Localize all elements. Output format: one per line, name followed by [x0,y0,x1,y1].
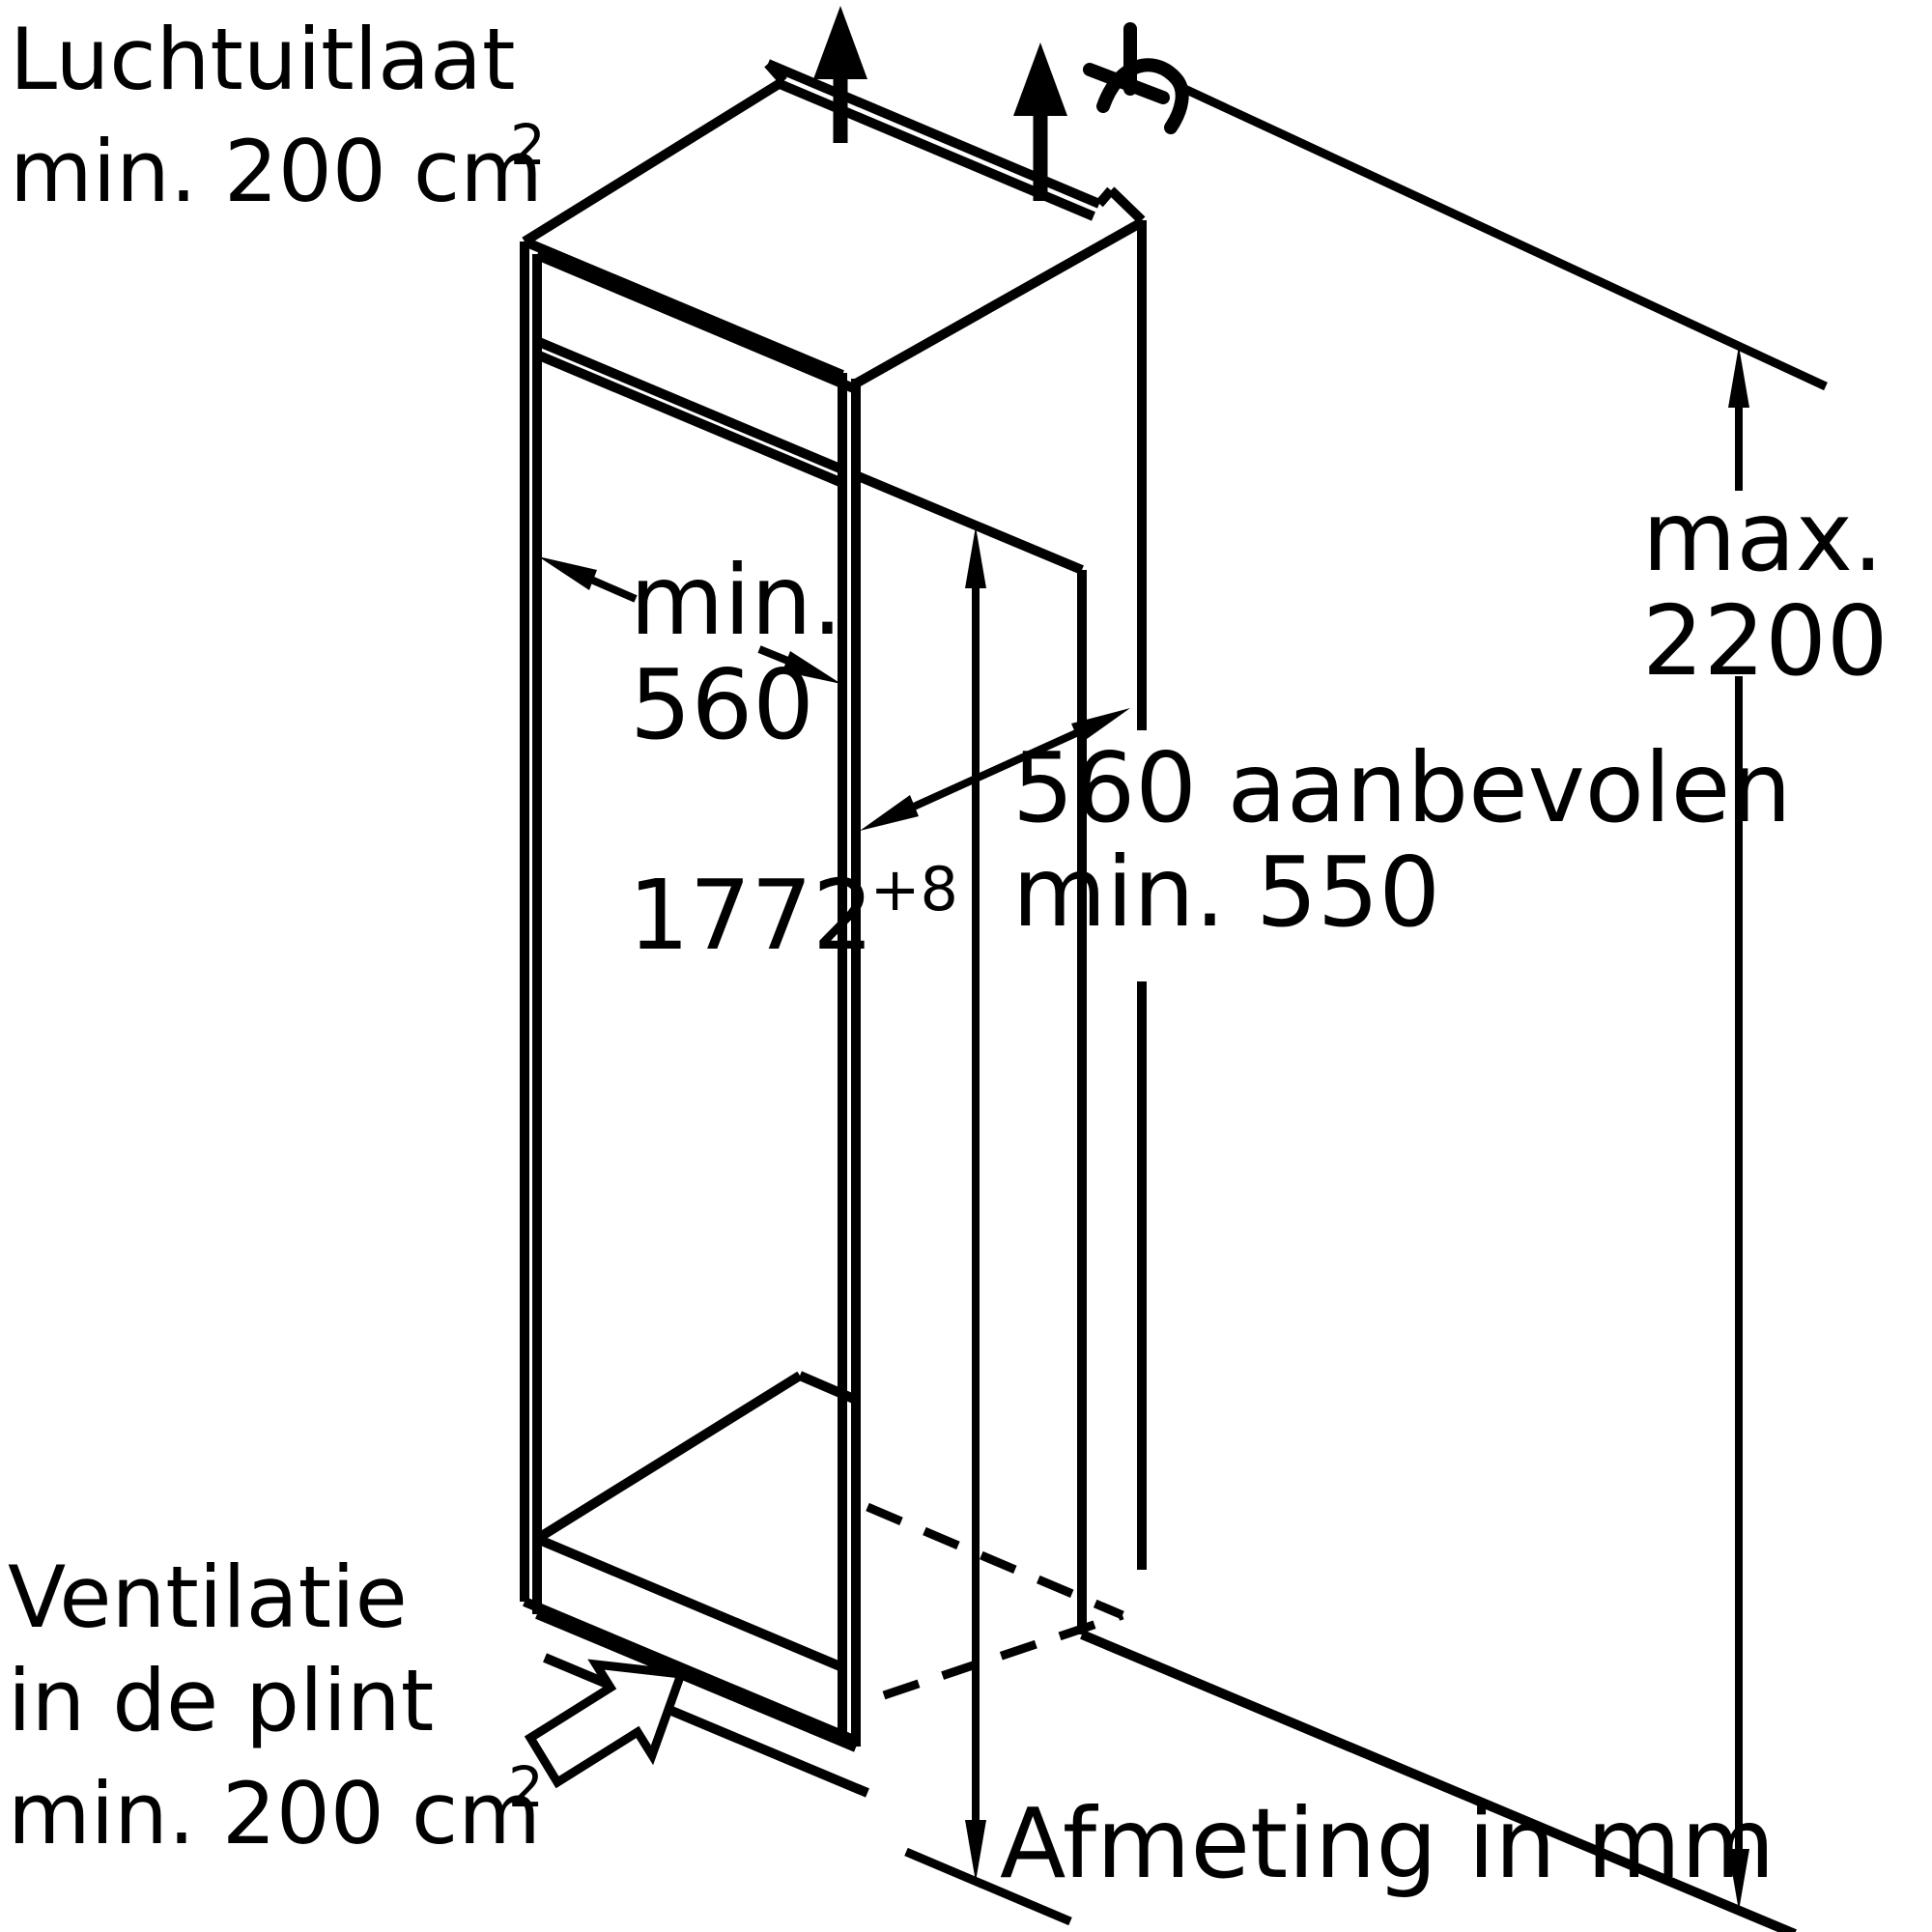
mains-connection-icon [1083,22,1189,134]
niche-width-label: min. 560 [630,544,843,761]
plinth-vent-line3: min. 200 cm2 [8,1753,544,1863]
air-outlet-line2: min. 200 cm2 [10,112,546,222]
air-outlet-line1: Luchtuitlaat [10,10,516,109]
plinth-vent-arrow-icon [524,1659,688,1789]
units-note: Afmeting in mm [1000,1787,1776,1900]
dim-niche-width [538,556,841,684]
air-flow-arrow-icon [813,6,1067,201]
niche-depth-label: 560 aanbevolen min. 550 [1012,731,1792,949]
dim-max-height [1179,82,1828,1911]
squared-superscript: 2 [509,112,546,179]
dim-niche-height [904,526,1072,1926]
max-height-label: max. 2200 [1642,480,1889,697]
squared-superscript: 2 [507,1753,544,1820]
cabinet-outline [520,59,1797,1932]
dim-niche-depth [860,708,1130,831]
hidden-edges [866,1502,1124,1700]
air-outlet-label: Luchtuitlaat min. 200 cm2 [10,8,546,224]
tolerance-superscript: +8 [869,854,958,924]
plinth-vent-label: Ventilatie in de plint min. 200 cm2 [8,1546,544,1865]
niche-height-label: 1772+8 [628,854,958,972]
